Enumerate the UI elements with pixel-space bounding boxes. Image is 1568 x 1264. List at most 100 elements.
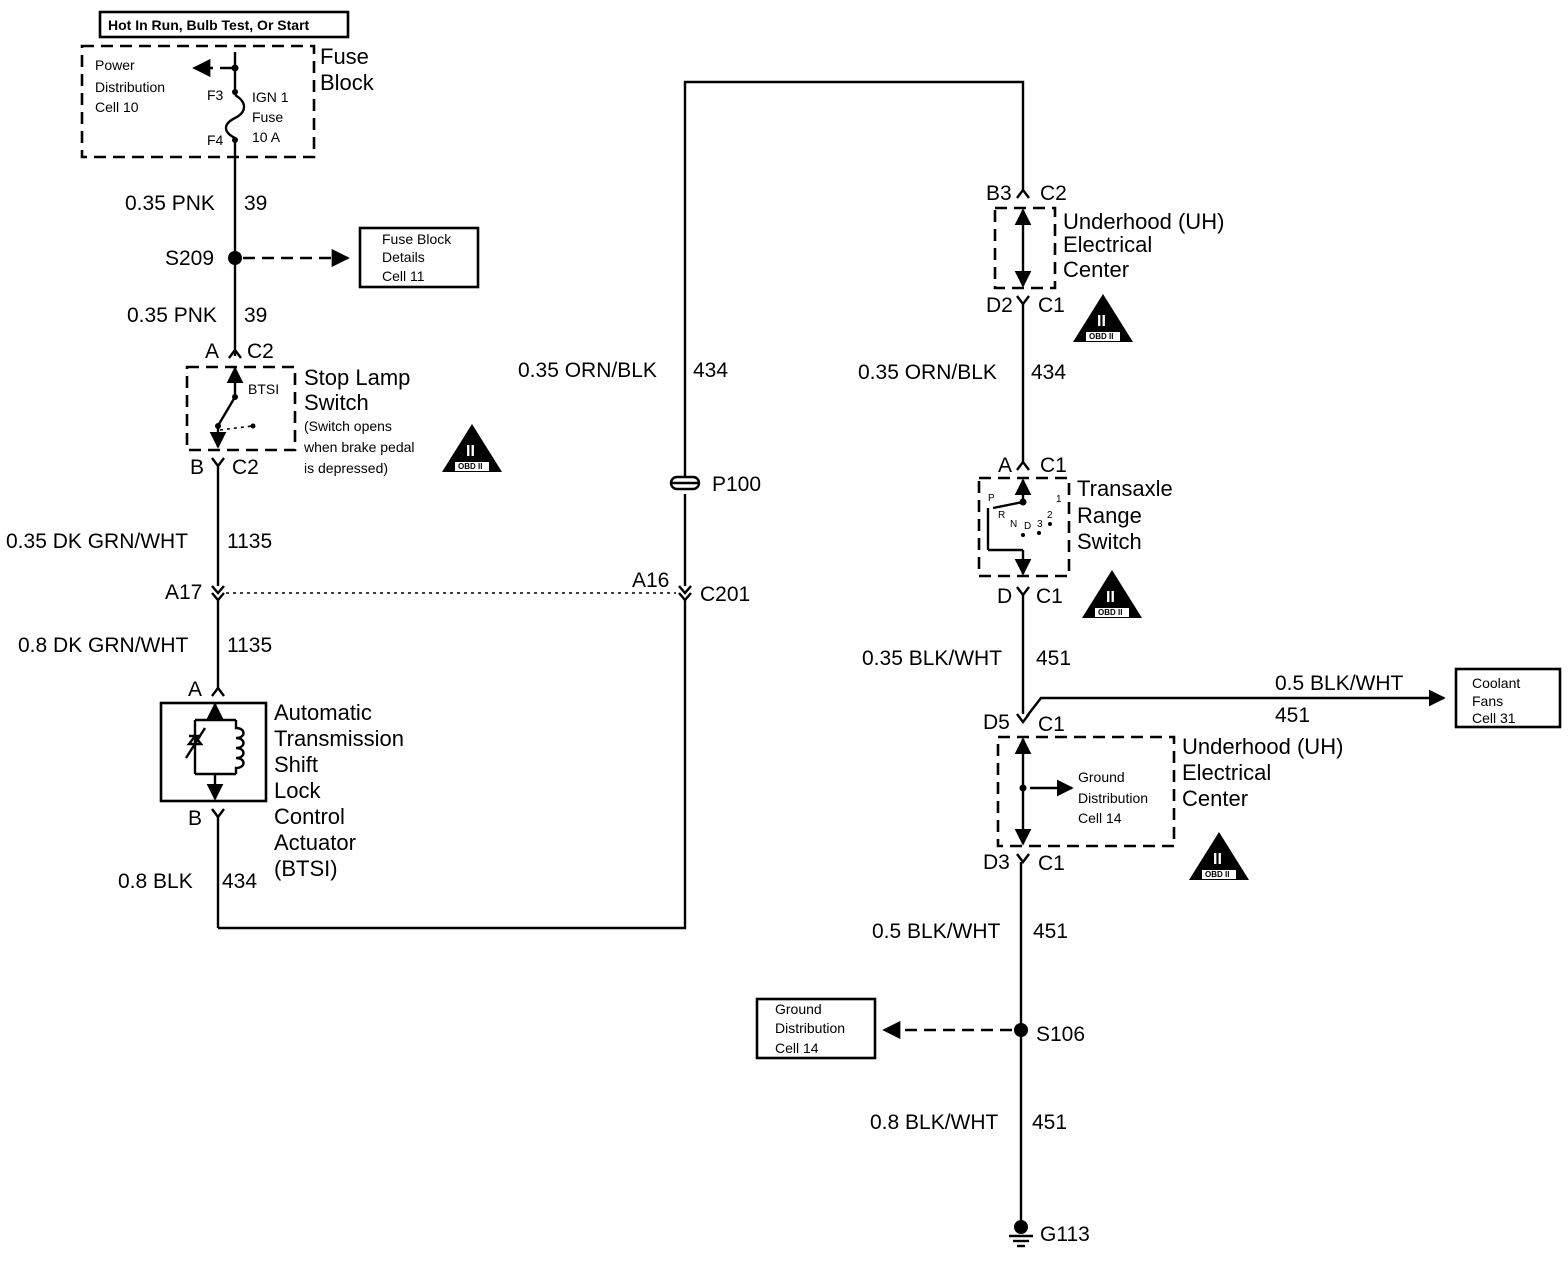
uh2-pin-d5: D5 (983, 711, 1010, 734)
actuator-title-7: (BTSI) (274, 856, 338, 881)
stop-lamp-conn-c2-top: C2 (247, 340, 274, 363)
range-title-2: Range (1077, 503, 1142, 528)
stop-lamp-title-1: Stop Lamp (304, 365, 410, 390)
range-pos-2: 2 (1047, 510, 1053, 521)
actuator-title-4: Lock (274, 778, 321, 803)
connector-c201: A17 A16 C201 (165, 569, 750, 606)
obd-text: OBD II (458, 462, 482, 471)
c201-pin-a16: A16 (632, 569, 669, 592)
coolant-fans-ref-box: Coolant Fans Cell 31 (1454, 667, 1562, 729)
stop-lamp-pin-a: A (205, 340, 219, 363)
wire-w10-circuit: 451 (1033, 920, 1068, 943)
c201-pin-a17: A17 (165, 581, 202, 604)
splice-p100 (669, 475, 701, 491)
title-box-text: Hot In Run, Bulb Test, Or Start (108, 17, 310, 33)
uh1-title-2: Electrical (1063, 232, 1152, 257)
wire-w5-gauge: 0.8 BLK (118, 870, 193, 893)
obd-numeral: II (1213, 851, 1222, 868)
stop-lamp-conn-c2-bottom: C2 (232, 456, 259, 479)
uh2-title-3: Center (1182, 786, 1248, 811)
stop-lamp-note-3: is depressed) (304, 460, 388, 476)
fuse-block-ref-box: Fuse Block Details Cell 11 (358, 226, 480, 289)
ground-g113 (1009, 1220, 1033, 1248)
c201-label: C201 (700, 583, 750, 606)
actuator-title-3: Shift (274, 752, 318, 777)
uh2-title-1: Underhood (UH) (1182, 734, 1343, 759)
wire-w3-circuit: 1135 (227, 530, 272, 553)
splice-p100-label: P100 (712, 473, 761, 496)
fuse-block: Fuse Block Power Distribution Cell 10 F3… (80, 44, 375, 159)
wire-w4-gauge: 0.8 DK GRN/WHT (18, 634, 189, 657)
coolant-ref-3: Cell 31 (1472, 710, 1516, 726)
ground-g113-label: G113 (1040, 1223, 1090, 1246)
range-title-1: Transaxle (1077, 476, 1173, 501)
uh1-pin-d2: D2 (986, 294, 1013, 317)
wire-w8-gauge: 0.35 BLK/WHT (862, 647, 1002, 670)
obd-text: OBD II (1205, 870, 1229, 879)
range-pin-a: A (998, 454, 1012, 477)
range-pos-p: P (988, 493, 995, 504)
stop-lamp-note-1: (Switch opens (304, 418, 392, 434)
stop-lamp-pin-b: B (190, 456, 204, 479)
wire-w9-gauge: 0.5 BLK/WHT (1275, 672, 1404, 695)
uh1-title-3: Center (1063, 257, 1129, 282)
uh2-pin-d3: D3 (983, 851, 1010, 874)
obd-text: OBD II (1089, 332, 1113, 341)
range-pos-d: D (1024, 521, 1031, 532)
wire-w6-gauge: 0.35 ORN/BLK (518, 359, 657, 382)
fuse-label-3: 10 A (252, 129, 281, 145)
fuse-label-1: IGN 1 (252, 89, 289, 105)
ground-distribution-ref-box: Ground Distribution Cell 14 (755, 997, 877, 1060)
uh2-conn-c1-top: C1 (1038, 713, 1065, 736)
obd-symbol-stop-lamp: II OBD II (442, 424, 502, 472)
wire-w4-circuit: 1135 (227, 634, 272, 657)
stop-lamp-switch: A C2 BTSI Stop Lamp Switch (Switch opens… (185, 340, 415, 479)
wire-w11-gauge: 0.8 BLK/WHT (870, 1111, 999, 1134)
ground-dist-ref-2: Distribution (775, 1020, 845, 1036)
uh2-title-2: Electrical (1182, 760, 1271, 785)
actuator-title-5: Control (274, 804, 345, 829)
uh1-conn-c1: C1 (1038, 294, 1065, 317)
fuse-block-ref-2: Details (382, 249, 425, 265)
actuator-pin-a: A (188, 678, 202, 701)
splice-s106 (1014, 1023, 1028, 1037)
power-ref-line-3: Cell 10 (95, 99, 139, 115)
fuse-symbol (224, 93, 246, 140)
range-conn-c1-bottom: C1 (1036, 585, 1063, 608)
shift-lock-actuator: A Automatic Transmission Shift Lock Cont… (159, 678, 404, 881)
power-ref-line-2: Distribution (95, 79, 165, 95)
fuse-label-2: Fuse (252, 109, 283, 125)
obd-symbol-uh2: II OBD II (1189, 832, 1249, 880)
obd-symbol-range: II OBD II (1082, 570, 1142, 618)
transaxle-range-switch: A C1 P R N D 3 2 1 Transaxle Range Switc… (977, 454, 1173, 608)
wire-w3-gauge: 0.35 DK GRN/WHT (6, 530, 188, 553)
wire-w1-circuit: 39 (244, 192, 267, 215)
uh2-conn-c1-bottom: C1 (1038, 852, 1065, 875)
wire-w2-circuit: 39 (244, 304, 267, 327)
fuse-block-title-2: Block (320, 70, 375, 95)
uh2-ground-ref-3: Cell 14 (1078, 810, 1122, 826)
wire-w6-circuit: 434 (693, 359, 728, 382)
stop-lamp-title-2: Switch (304, 390, 369, 415)
fuse-block-ref-1: Fuse Block (382, 231, 452, 247)
uh2-ground-ref-1: Ground (1078, 769, 1125, 785)
title-box: Hot In Run, Bulb Test, Or Start (98, 10, 350, 39)
wire-w2-gauge: 0.35 PNK (127, 304, 217, 327)
uh1-title-1: Underhood (UH) (1063, 209, 1224, 234)
range-pos-1: 1 (1056, 494, 1062, 505)
splice-s209-label: S209 (165, 247, 214, 270)
wire-w5-circuit: 434 (222, 870, 257, 893)
range-pin-d: D (997, 585, 1012, 608)
stop-lamp-btsi: BTSI (248, 381, 279, 397)
ground-dist-ref-3: Cell 14 (775, 1040, 819, 1056)
uh1-pin-b3: B3 (986, 182, 1012, 205)
coolant-ref-1: Coolant (1472, 675, 1520, 691)
wire-w1-gauge: 0.35 PNK (125, 192, 215, 215)
wire-w7-circuit: 434 (1031, 361, 1066, 384)
actuator-title-6: Actuator (274, 830, 356, 855)
actuator-title-1: Automatic (274, 700, 372, 725)
obd-numeral: II (1106, 589, 1115, 606)
range-title-3: Switch (1077, 529, 1142, 554)
wire-w8-circuit: 451 (1036, 647, 1071, 670)
obd-symbol-uh1: II OBD II (1073, 294, 1133, 342)
